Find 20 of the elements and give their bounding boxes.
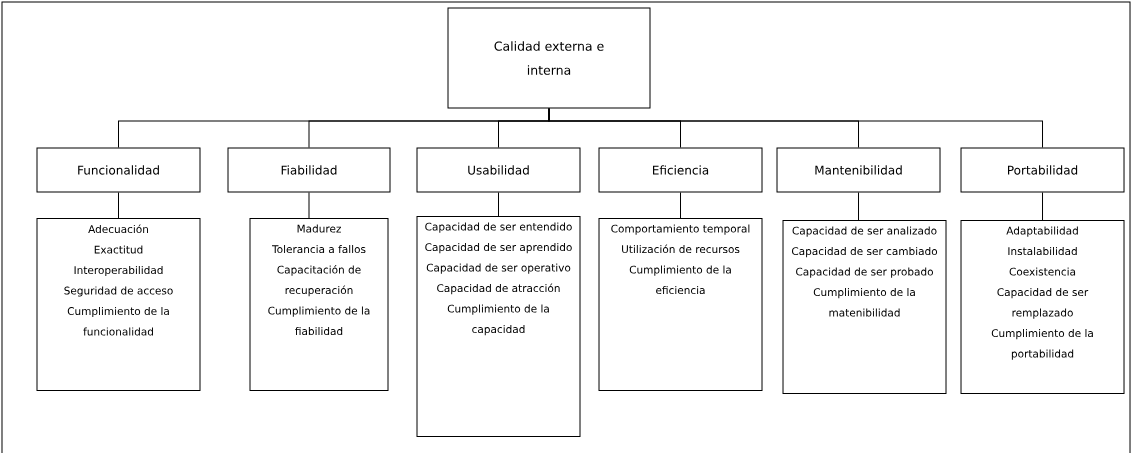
subcharacteristic-box: Madurez Tolerancia a fallos Capacitación de recuperación Cumplimiento de la fiabilidad — [249, 218, 389, 391]
category-box: Eficiencia — [598, 147, 763, 193]
category-box: Funcionalidad — [36, 147, 201, 193]
subcharacteristic-box: Capacidad de ser entendido Capacidad de ser aprendido Capacidad de ser operativo Capacidad de atracción Cumplimiento de la capacidad — [416, 216, 581, 437]
connector-line — [858, 192, 859, 221]
subcharacteristic-box: Adecuación Exactitud Interoperabilidad Seguridad de acceso Cumplimiento de la funcionalidad — [36, 218, 201, 391]
category-box: Usabilidad — [416, 147, 581, 193]
connector-line — [118, 192, 119, 219]
root-box: Calidad externa e interna — [447, 7, 651, 109]
subcharacteristic-box: Comportamiento temporal Utilización de recursos Cumplimiento de la eficiencia — [598, 218, 763, 391]
connector-line — [498, 192, 499, 217]
connector-line — [1042, 192, 1043, 221]
subcharacteristic-box: Capacidad de ser analizado Capacidad de ser cambiado Capacidad de ser probado Cumplimiento de la matenibilidad — [782, 220, 947, 394]
connector-line — [308, 192, 310, 219]
category-box: Fiabilidad — [227, 147, 391, 193]
connector-line — [548, 108, 1043, 148]
connector-line — [680, 192, 681, 219]
category-box: Mantenibilidad — [776, 147, 941, 193]
subcharacteristic-box: Adaptabilidad Instalabilidad Coexistencia Capacidad de ser remplazado Cumplimiento de la portabilidad — [960, 220, 1125, 394]
category-box: Portabilidad — [960, 147, 1125, 193]
